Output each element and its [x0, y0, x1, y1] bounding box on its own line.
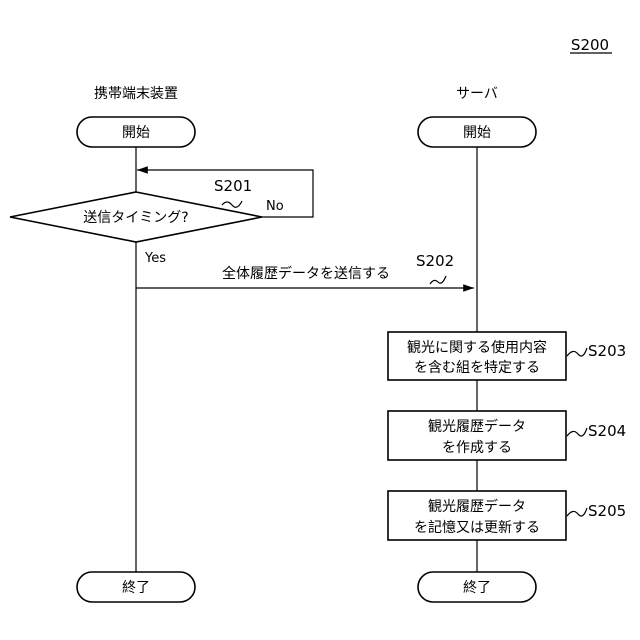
decision-yes-label: Yes	[144, 251, 166, 266]
send-step-leader	[430, 276, 446, 284]
process-s205-step: S205	[588, 502, 626, 520]
process-s205-line1: 観光履歴データ	[428, 498, 526, 515]
process-s205-leader	[567, 508, 587, 516]
process-s203-step: S203	[588, 342, 626, 360]
send-step-label: S202	[416, 252, 454, 270]
start-terminal-mobile-label: 開始	[122, 125, 150, 141]
process-s203-line1: 観光に関する使用内容	[407, 339, 547, 356]
process-s204-leader	[567, 428, 587, 436]
process-s203-line2: を含む組を特定する	[414, 360, 540, 376]
process-s203-leader	[567, 348, 587, 356]
decision-step-label: S201	[214, 177, 252, 195]
decision-step-leader	[222, 201, 242, 207]
end-terminal-server-label: 終了	[463, 580, 491, 596]
start-terminal-server-label: 開始	[463, 125, 491, 141]
process-s204-step: S204	[588, 422, 626, 440]
process-s204-line2: を作成する	[442, 440, 512, 456]
process-s205-line2: を記憶又は更新する	[414, 519, 540, 536]
decision-no-label: No	[266, 199, 284, 214]
lane-title-server: サーバ	[456, 86, 498, 102]
end-terminal-mobile-label: 終了	[122, 580, 150, 596]
process-s204-line1: 観光履歴データ	[428, 418, 526, 435]
figure-label: S200	[571, 36, 609, 54]
lane-title-mobile: 携帯端末装置	[94, 86, 178, 102]
decision-text: 送信タイミング?	[83, 210, 188, 226]
send-message-text: 全体履歴データを送信する	[222, 265, 390, 282]
